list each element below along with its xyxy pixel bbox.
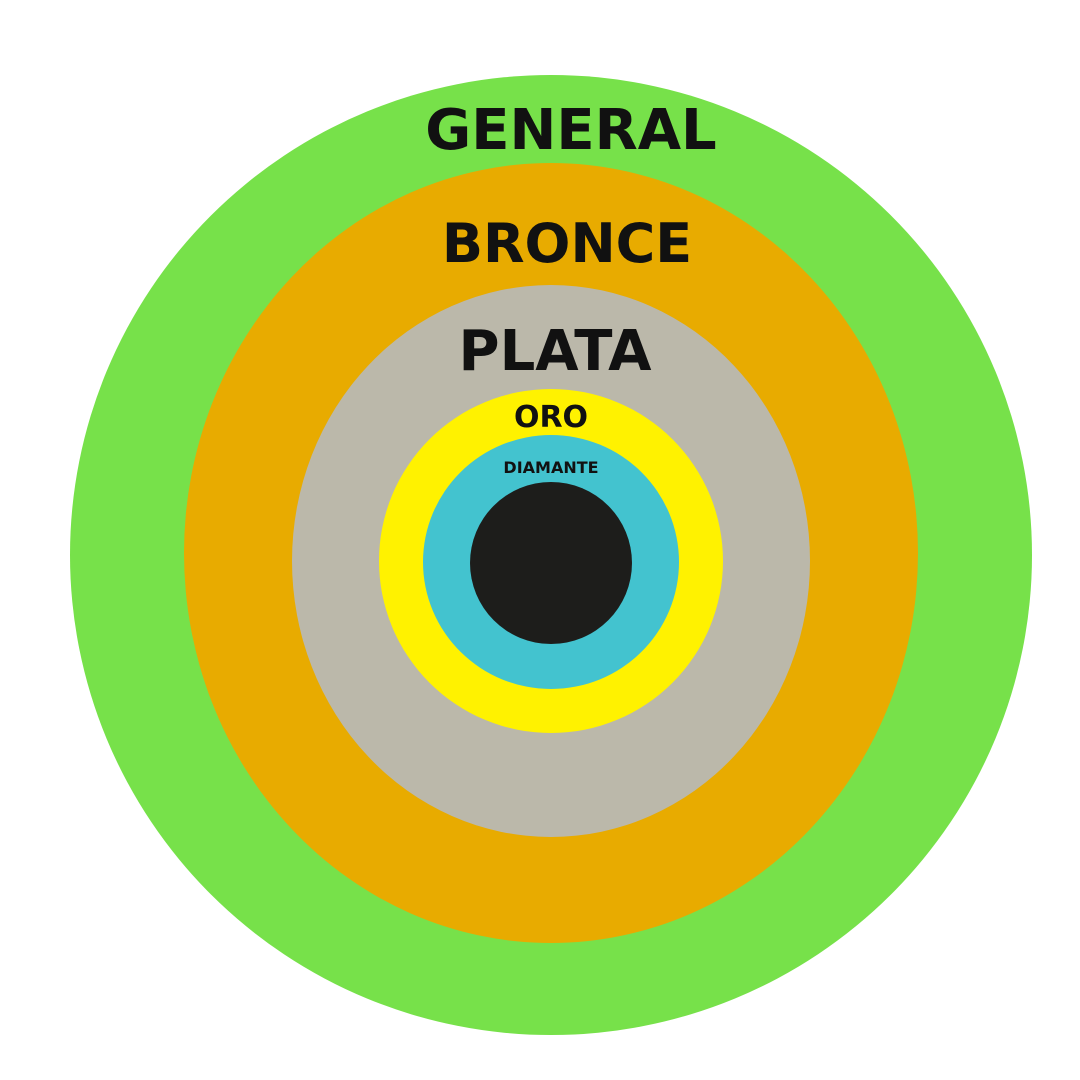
label-diamante: DIAMANTE: [503, 458, 598, 477]
label-oro: ORO: [514, 400, 588, 435]
core-circle: [470, 482, 632, 644]
label-bronce: BRONCE: [442, 212, 692, 275]
label-general: GENERAL: [425, 98, 716, 163]
label-plata: PLATA: [459, 319, 653, 384]
